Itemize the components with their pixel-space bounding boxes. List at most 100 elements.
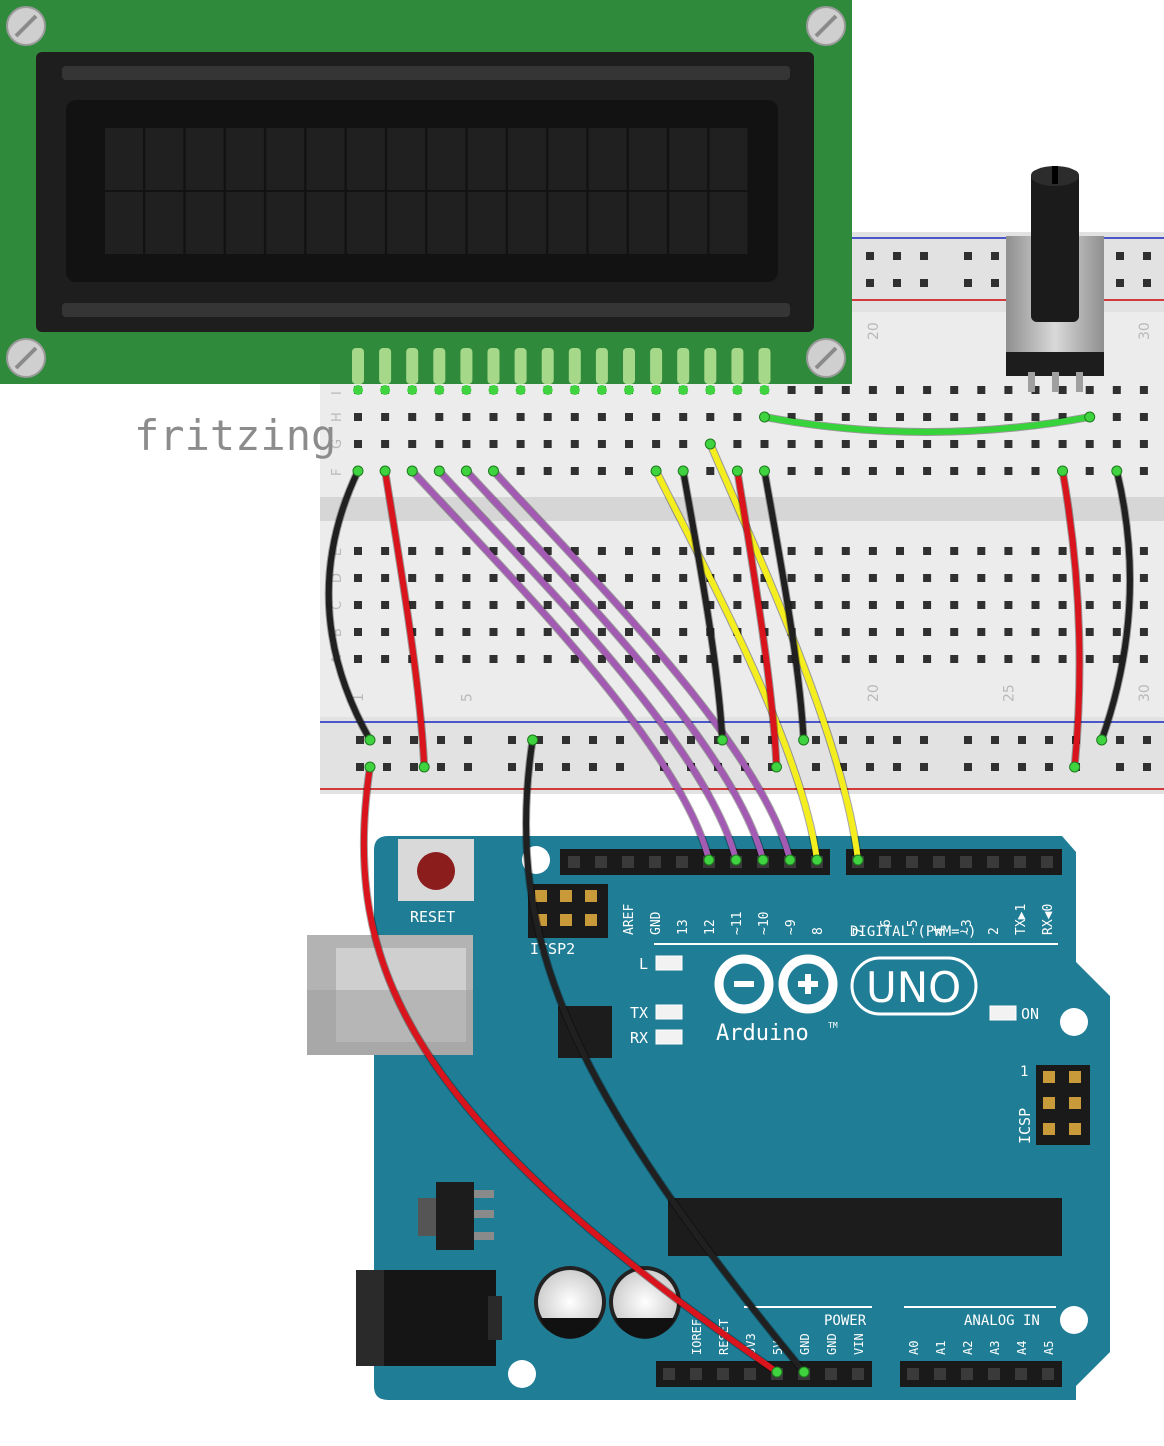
rail-hole[interactable] bbox=[812, 736, 820, 744]
breadboard-hole[interactable] bbox=[787, 386, 796, 394]
breadboard-hole[interactable] bbox=[977, 655, 986, 663]
breadboard-hole[interactable] bbox=[841, 467, 850, 475]
breadboard-hole[interactable] bbox=[543, 413, 552, 421]
breadboard-hole[interactable] bbox=[868, 628, 877, 636]
breadboard-hole[interactable] bbox=[1112, 601, 1121, 609]
jumper-wire[interactable] bbox=[653, 468, 820, 863]
breadboard-hole[interactable] bbox=[489, 413, 498, 421]
breadboard-hole[interactable] bbox=[543, 628, 552, 636]
rail-hole[interactable] bbox=[839, 736, 847, 744]
rail-hole[interactable] bbox=[893, 279, 901, 287]
jumper-wire[interactable] bbox=[1098, 468, 1133, 743]
breadboard-hole[interactable] bbox=[516, 574, 525, 582]
breadboard-hole[interactable] bbox=[814, 655, 823, 663]
breadboard-hole[interactable] bbox=[462, 547, 471, 555]
rail-hole[interactable] bbox=[464, 736, 472, 744]
breadboard-hole[interactable] bbox=[652, 440, 661, 448]
breadboard-hole[interactable] bbox=[787, 440, 796, 448]
breadboard-hole[interactable] bbox=[868, 655, 877, 663]
breadboard-hole[interactable] bbox=[597, 628, 606, 636]
header-pin[interactable] bbox=[595, 856, 607, 868]
jumper-wire[interactable] bbox=[734, 468, 780, 770]
breadboard-hole[interactable] bbox=[1085, 386, 1094, 394]
icsp-pin[interactable] bbox=[1043, 1071, 1055, 1083]
breadboard-hole[interactable] bbox=[1058, 413, 1067, 421]
breadboard-hole[interactable] bbox=[381, 601, 390, 609]
breadboard-hole[interactable] bbox=[381, 413, 390, 421]
rail-hole[interactable] bbox=[589, 736, 597, 744]
breadboard-hole[interactable] bbox=[923, 574, 932, 582]
breadboard-hole[interactable] bbox=[679, 601, 688, 609]
breadboard-hole[interactable] bbox=[1139, 440, 1148, 448]
breadboard-hole[interactable] bbox=[462, 413, 471, 421]
header-pin[interactable] bbox=[1015, 1368, 1027, 1380]
breadboard-hole[interactable] bbox=[570, 413, 579, 421]
breadboard-hole[interactable] bbox=[354, 655, 362, 663]
breadboard-hole[interactable] bbox=[868, 467, 877, 475]
breadboard-hole[interactable] bbox=[896, 547, 904, 555]
jumper-wire[interactable] bbox=[680, 468, 726, 743]
breadboard-hole[interactable] bbox=[462, 601, 471, 609]
breadboard-hole[interactable] bbox=[733, 655, 742, 663]
rail-hole[interactable] bbox=[1143, 763, 1151, 771]
breadboard-hole[interactable] bbox=[435, 574, 444, 582]
breadboard-hole[interactable] bbox=[706, 467, 715, 475]
breadboard-hole[interactable] bbox=[787, 574, 796, 582]
breadboard-hole[interactable] bbox=[570, 655, 579, 663]
header-pin[interactable] bbox=[649, 856, 661, 868]
breadboard-hole[interactable] bbox=[543, 574, 552, 582]
breadboard-hole[interactable] bbox=[1004, 628, 1013, 636]
breadboard-hole[interactable] bbox=[625, 628, 633, 636]
breadboard-hole[interactable] bbox=[1085, 547, 1094, 555]
breadboard-hole[interactable] bbox=[977, 413, 986, 421]
breadboard-hole[interactable] bbox=[462, 655, 471, 663]
breadboard-hole[interactable] bbox=[516, 413, 525, 421]
breadboard-hole[interactable] bbox=[733, 547, 742, 555]
breadboard-hole[interactable] bbox=[950, 413, 959, 421]
breadboard-hole[interactable] bbox=[625, 601, 633, 609]
breadboard-hole[interactable] bbox=[841, 386, 850, 394]
breadboard-hole[interactable] bbox=[1139, 467, 1148, 475]
breadboard-hole[interactable] bbox=[679, 440, 688, 448]
rail-hole[interactable] bbox=[893, 763, 901, 771]
breadboard-hole[interactable] bbox=[950, 655, 959, 663]
header-pin[interactable] bbox=[568, 856, 580, 868]
icsp-pin[interactable] bbox=[1069, 1071, 1081, 1083]
breadboard-hole[interactable] bbox=[1112, 547, 1121, 555]
breadboard-hole[interactable] bbox=[408, 547, 417, 555]
rail-hole[interactable] bbox=[991, 279, 999, 287]
header-pin[interactable] bbox=[906, 856, 918, 868]
breadboard-hole[interactable] bbox=[896, 628, 904, 636]
breadboard-hole[interactable] bbox=[787, 467, 796, 475]
breadboard-hole[interactable] bbox=[923, 601, 932, 609]
rail-hole[interactable] bbox=[893, 736, 901, 744]
rail-hole[interactable] bbox=[866, 736, 874, 744]
breadboard-hole[interactable] bbox=[462, 628, 471, 636]
breadboard-hole[interactable] bbox=[950, 547, 959, 555]
breadboard-hole[interactable] bbox=[597, 413, 606, 421]
breadboard-hole[interactable] bbox=[1112, 574, 1121, 582]
breadboard-hole[interactable] bbox=[652, 413, 661, 421]
breadboard-hole[interactable] bbox=[570, 440, 579, 448]
icsp-pin[interactable] bbox=[1043, 1123, 1055, 1135]
icsp-pin[interactable] bbox=[1069, 1123, 1081, 1135]
breadboard-hole[interactable] bbox=[652, 574, 661, 582]
rail-hole[interactable] bbox=[812, 763, 820, 771]
icsp2-pin[interactable] bbox=[560, 890, 572, 902]
rail-hole[interactable] bbox=[410, 763, 418, 771]
breadboard-hole[interactable] bbox=[1031, 574, 1040, 582]
breadboard-hole[interactable] bbox=[679, 413, 688, 421]
breadboard-hole[interactable] bbox=[1004, 574, 1013, 582]
breadboard-hole[interactable] bbox=[706, 413, 715, 421]
jumper-wire[interactable] bbox=[436, 468, 739, 863]
breadboard-hole[interactable] bbox=[977, 574, 986, 582]
breadboard-hole[interactable] bbox=[462, 440, 471, 448]
rail-hole[interactable] bbox=[616, 736, 624, 744]
rail-hole[interactable] bbox=[991, 763, 999, 771]
breadboard-hole[interactable] bbox=[652, 628, 661, 636]
breadboard-hole[interactable] bbox=[896, 440, 904, 448]
breadboard-hole[interactable] bbox=[1085, 574, 1094, 582]
breadboard-hole[interactable] bbox=[597, 574, 606, 582]
breadboard-hole[interactable] bbox=[625, 547, 633, 555]
header-pin[interactable] bbox=[907, 1368, 919, 1380]
